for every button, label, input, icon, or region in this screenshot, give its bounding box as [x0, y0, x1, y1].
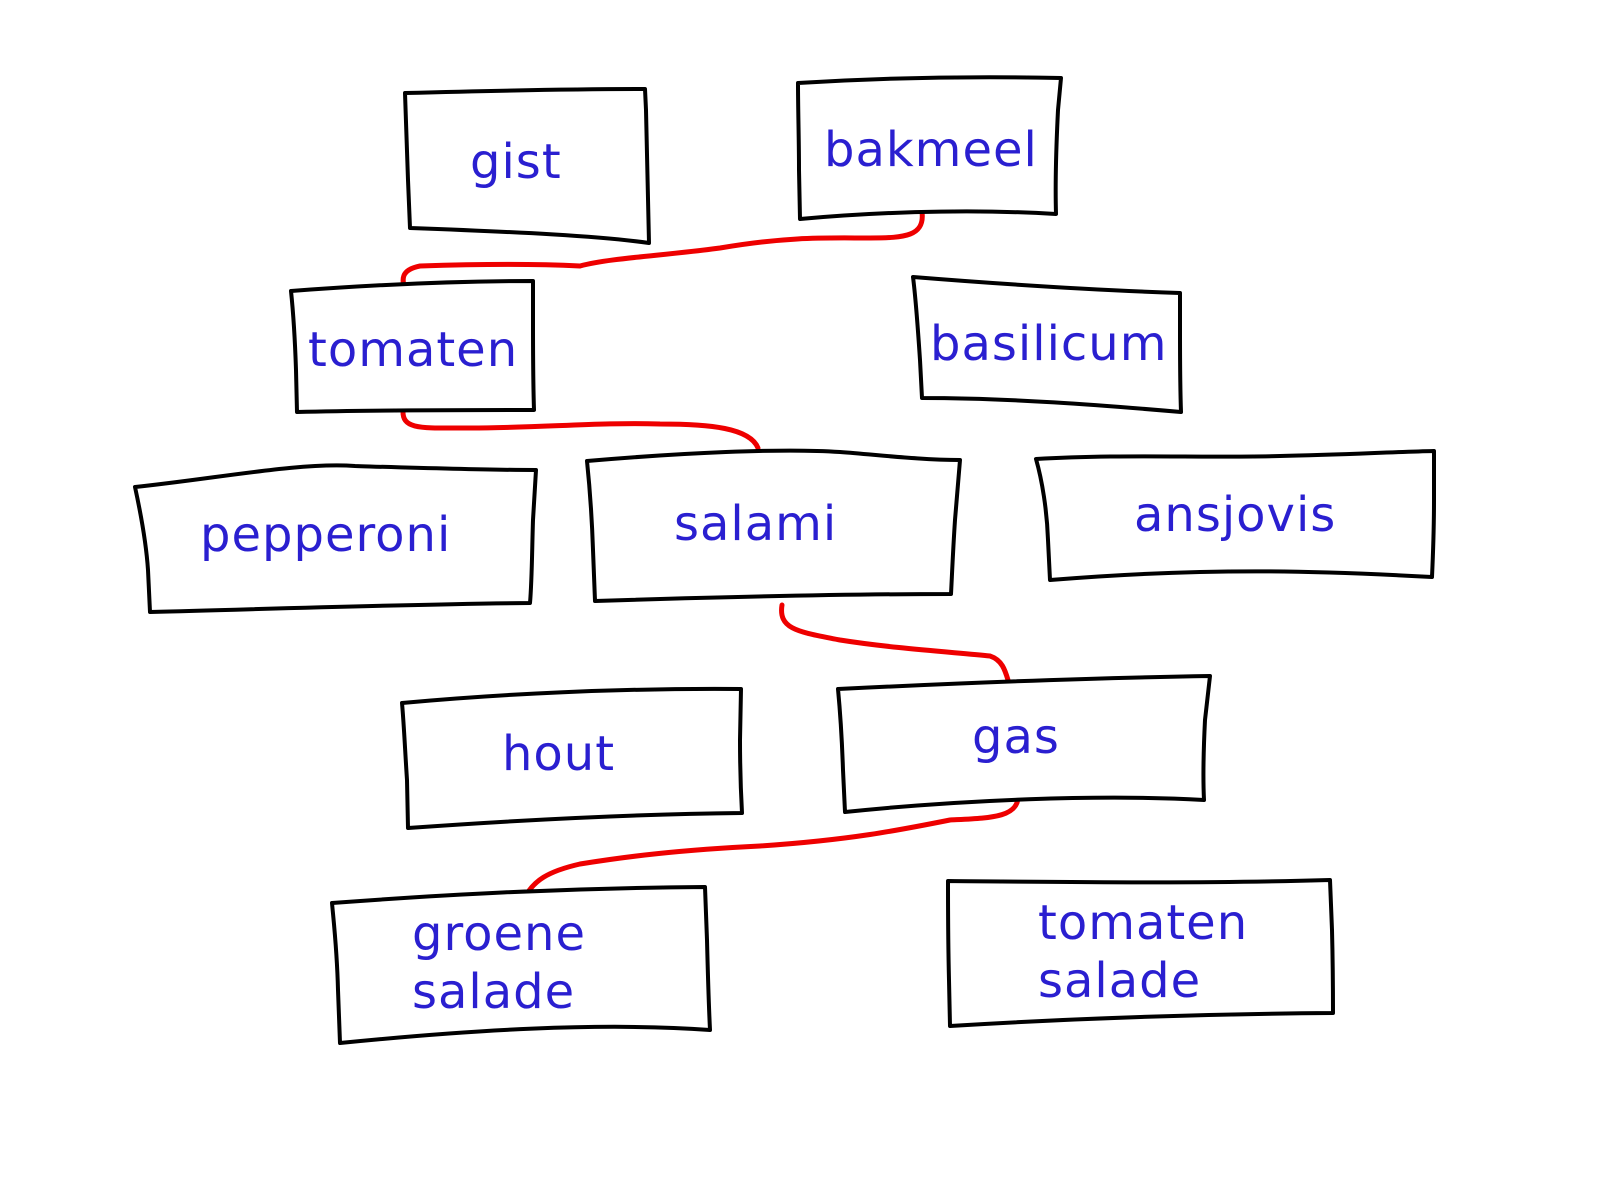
box-outline: [911, 275, 1183, 414]
node-bakmeel: bakmeel: [796, 75, 1063, 221]
node-groene-salade: groene salade: [330, 885, 712, 1045]
node-gas: gas: [836, 674, 1212, 814]
box-outline: [946, 878, 1335, 1028]
node-label: salami: [674, 496, 837, 552]
node-label: gist: [470, 134, 562, 190]
box-outline: [289, 279, 536, 414]
box-outline: [585, 448, 962, 603]
box-outline: [133, 463, 538, 614]
node-label: bakmeel: [824, 122, 1038, 178]
node-basilicum: basilicum: [911, 275, 1183, 414]
connector-bakmeel-tomaten: [400, 209, 925, 293]
node-label: salade: [1038, 953, 1201, 1009]
node-label: salade: [412, 964, 575, 1020]
node-label: tomaten: [308, 322, 518, 378]
node-gist: gist: [403, 87, 651, 245]
node-tomaten-salade: tomaten salade: [946, 878, 1335, 1028]
node-label-line: groene: [412, 906, 586, 962]
node-label: gas: [972, 709, 1060, 765]
box-outline: [403, 87, 651, 245]
node-label: hout: [502, 726, 615, 782]
node-pepperoni: pepperoni: [133, 463, 538, 614]
connector-gas-groene-salade: [525, 791, 1021, 895]
node-label: ansjovis: [1134, 487, 1336, 543]
node-label: groene: [412, 906, 586, 962]
node-label: tomaten: [1038, 895, 1248, 951]
connector-salami-gas: [779, 602, 1011, 683]
node-label-line: salade: [412, 964, 575, 1020]
node-label: pepperoni: [200, 507, 451, 563]
node-salami: salami: [585, 448, 962, 603]
box-outline: [330, 885, 712, 1045]
node-hout: hout: [400, 686, 744, 830]
node-label: basilicum: [930, 316, 1167, 372]
connector-tomaten-salami: [400, 407, 761, 451]
box-outline: [400, 686, 744, 830]
box-outline: [836, 674, 1212, 814]
node-label-line: salade: [1038, 953, 1201, 1009]
box-outline: [796, 75, 1063, 221]
node-label-line: tomaten: [1038, 895, 1248, 951]
node-tomaten: tomaten: [289, 279, 536, 414]
node-ansjovis: ansjovis: [1034, 449, 1436, 582]
box-outline: [1034, 449, 1436, 582]
